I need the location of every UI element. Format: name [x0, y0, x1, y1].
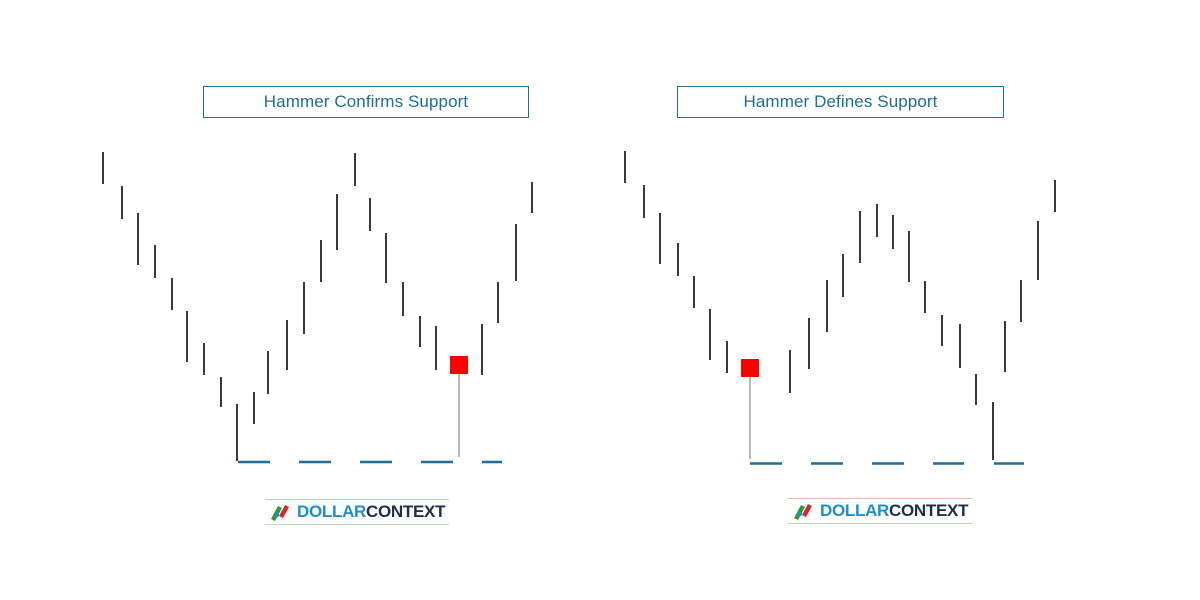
right-panel-title: Hammer Defines Support	[677, 86, 1004, 118]
left-chart	[102, 152, 533, 464]
right-chart	[624, 151, 1056, 465]
left-logo: DOLLARCONTEXT	[265, 499, 450, 525]
dollarcontext-logo-icon	[271, 505, 289, 521]
right-logo: DOLLARCONTEXT	[788, 498, 973, 524]
logo-text: DOLLARCONTEXT	[820, 501, 969, 520]
left-panel-title: Hammer Confirms Support	[203, 86, 529, 118]
hammer-candle	[450, 356, 468, 374]
hammer-candle	[741, 359, 759, 377]
dollarcontext-logo-icon	[794, 504, 812, 520]
logo-text: DOLLARCONTEXT	[297, 502, 446, 521]
